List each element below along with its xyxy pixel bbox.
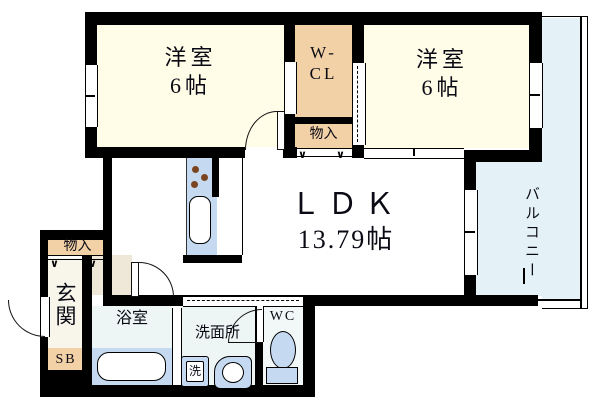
balcony-floor-upper: [542, 18, 580, 300]
window-tick: [86, 95, 95, 97]
wall: [212, 158, 219, 197]
room-name: 洋室: [415, 47, 468, 72]
walk-in-closet-label: W- CL: [295, 42, 352, 85]
balcony-floor-lower: [476, 162, 542, 296]
wall: [40, 230, 112, 240]
door-leaf-hall: [131, 262, 139, 297]
closet-door-dash: [357, 66, 358, 142]
balcony-railing-inner: [538, 299, 580, 301]
door-arc-hall: [139, 262, 174, 297]
storage-entry-line: [48, 255, 107, 256]
shoe-box-floor: [48, 348, 84, 372]
storage-entry-label: 物入: [63, 239, 92, 254]
bathroom-door: [172, 308, 182, 385]
wcl-line2: CL: [309, 64, 338, 84]
washing-machine-drum: [186, 361, 204, 382]
toilet-base: [266, 367, 298, 384]
shoe-box-label: SB: [55, 352, 77, 367]
storage-entry-floor: [48, 238, 107, 256]
ldk-name: ＬＤＫ: [290, 188, 402, 221]
balcony-railing-inner: [580, 17, 582, 308]
wc-label: WC: [269, 309, 297, 324]
wall: [295, 117, 352, 124]
storage-top-line: [295, 148, 352, 149]
wall: [303, 295, 315, 397]
bedroom2-floor: [364, 25, 529, 148]
room-size: 6帖: [169, 72, 211, 98]
wall: [85, 147, 245, 158]
washing-machine-label: 洗: [188, 364, 201, 378]
ldk-label: ＬＤＫ 13.79帖: [240, 186, 452, 256]
folding-door-mark: [88, 257, 97, 270]
washroom-label: 洗面所: [194, 325, 240, 341]
storage-top-floor: [295, 124, 352, 148]
balcony-divider-mark: [523, 268, 525, 284]
closet-door-right: [352, 63, 366, 145]
wall: [183, 255, 242, 263]
kitchen-counter: [216, 158, 243, 255]
entrance-label: 玄関: [53, 282, 77, 328]
room-size: 6帖: [421, 74, 463, 100]
bathtub: [97, 352, 166, 381]
wall: [103, 295, 538, 306]
bathroom-label: 浴室: [115, 310, 148, 327]
walk-in-closet-floor: [295, 25, 352, 117]
ldk-size: 13.79帖: [297, 224, 395, 254]
balcony-label: バルコニー: [523, 185, 539, 281]
wall: [40, 370, 92, 397]
wcl-line1: W-: [310, 43, 337, 62]
balcony-railing: [542, 16, 588, 309]
entrance-door-arc: [8, 300, 45, 337]
kitchen-sink: [189, 196, 211, 244]
washroom-sliding-door: [183, 296, 303, 307]
closet-door-left: [284, 62, 297, 114]
storage-entry-line: [48, 259, 107, 260]
stove-burner: [191, 181, 198, 188]
wall: [103, 150, 112, 297]
stove-burner: [201, 174, 208, 181]
washbasin: [214, 356, 252, 389]
stove-burner: [192, 166, 199, 173]
folding-door-mark: [336, 148, 345, 161]
door-leaf-bedroom1: [277, 111, 285, 150]
bedroom2-label: 洋室 6帖: [364, 46, 520, 101]
wall: [255, 306, 263, 388]
bedroom1-label: 洋室 6帖: [97, 44, 284, 99]
storage-top-line: [295, 156, 352, 157]
entrance-floor: [48, 258, 82, 348]
window-tick: [530, 94, 540, 96]
window-tick: [465, 231, 475, 233]
folding-door-mark: [298, 148, 307, 161]
storage-top-label: 物入: [309, 127, 338, 142]
wall: [464, 150, 542, 162]
wall: [82, 255, 92, 397]
washroom-door-dash: [187, 300, 299, 301]
bathroom-floor: [92, 306, 172, 348]
sliding-door-tick: [413, 149, 415, 156]
washbasin-bowl: [222, 362, 244, 383]
wall: [85, 12, 542, 25]
room-name: 洋室: [164, 45, 217, 70]
toilet: [270, 331, 296, 369]
